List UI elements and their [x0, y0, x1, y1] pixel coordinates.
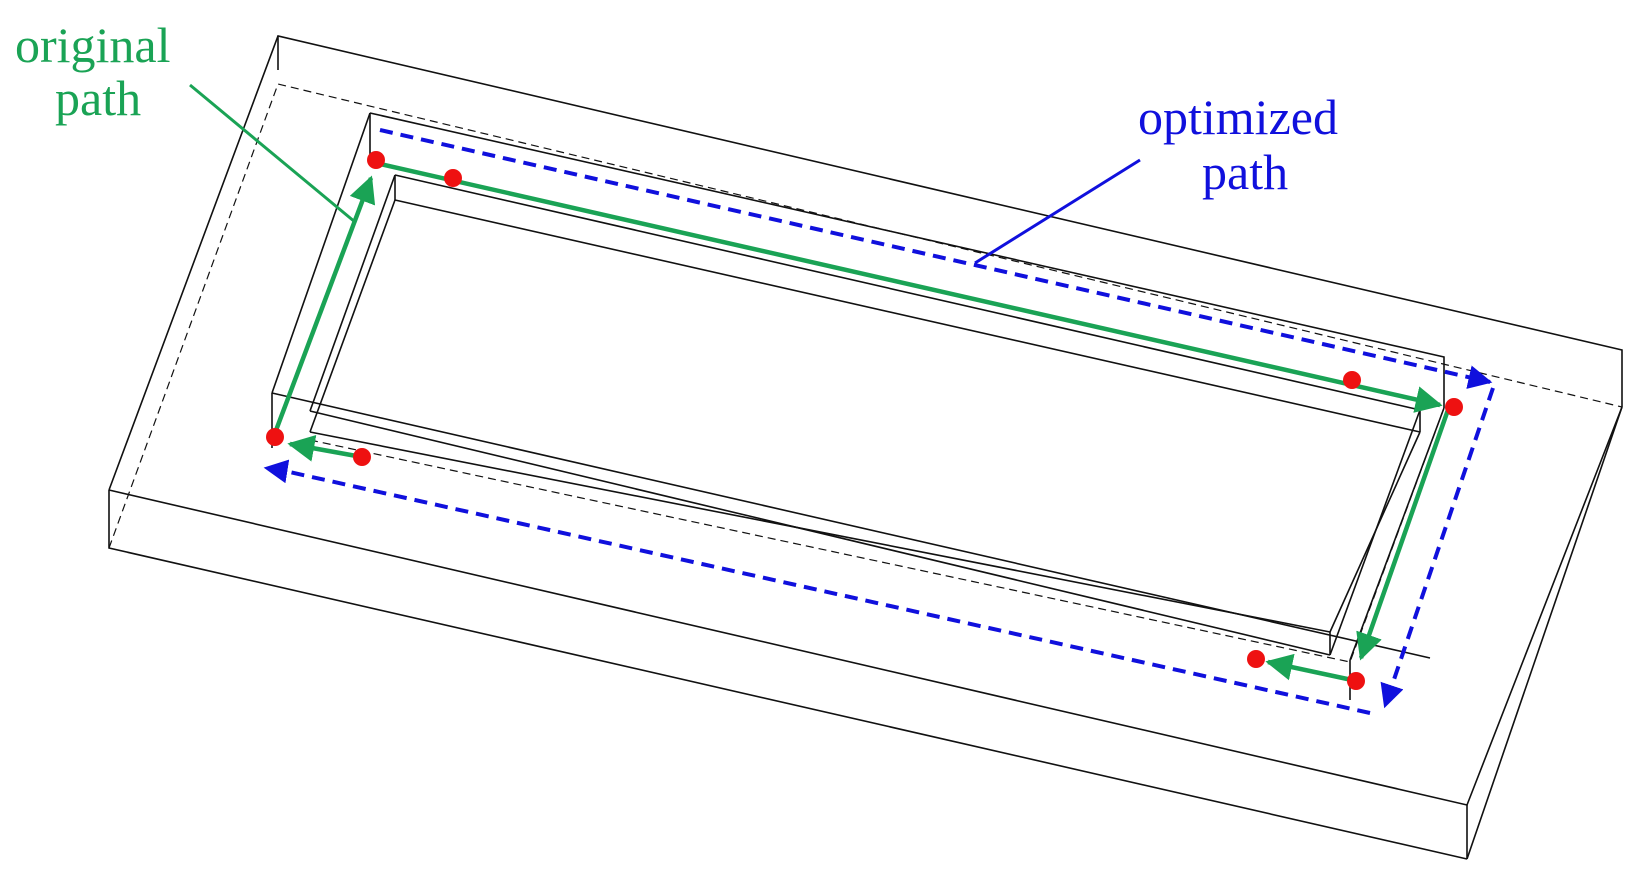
waypoint — [1347, 672, 1365, 690]
waypoints — [266, 151, 1463, 690]
waypoint — [1247, 650, 1265, 668]
optimized-path — [263, 128, 1495, 715]
base-slab — [108, 35, 1623, 860]
original-path-label-line2: path — [55, 70, 141, 126]
waypoint — [1445, 398, 1463, 416]
waypoint — [1343, 371, 1361, 389]
optimized-path-label-line2: path — [1202, 144, 1288, 200]
waypoint — [444, 169, 462, 187]
original-path-leader — [189, 83, 356, 224]
waypoint — [266, 428, 284, 446]
waypoint — [367, 151, 385, 169]
optimized-path-label-line1: optimized — [1138, 89, 1338, 145]
pocket-walls — [271, 112, 1445, 700]
original-path-label-line1: original — [15, 17, 171, 73]
optimized-path-leader — [974, 158, 1141, 265]
waypoint — [353, 448, 371, 466]
